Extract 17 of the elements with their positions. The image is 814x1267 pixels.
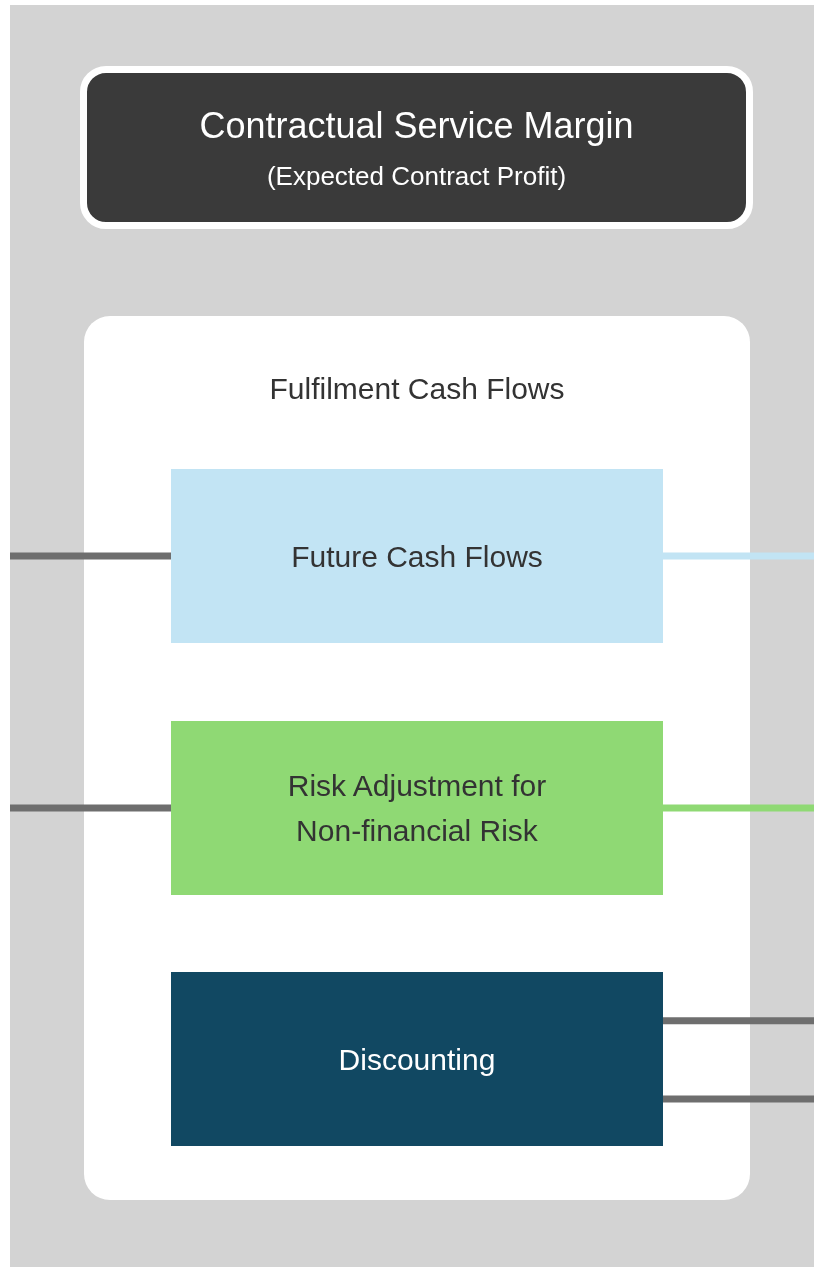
connector-line	[10, 552, 171, 560]
box-label: Discounting	[338, 1041, 496, 1078]
connector-line	[663, 1095, 814, 1103]
box-subtitle: (Expected Contract Profit)	[266, 159, 567, 193]
title-box	[80, 66, 753, 229]
process-box	[171, 721, 663, 895]
group-panel	[84, 316, 750, 1200]
connector-line	[663, 804, 814, 812]
connector-line	[10, 804, 171, 812]
connector-line	[663, 552, 814, 560]
connector-line	[663, 1017, 814, 1025]
process-box	[171, 972, 663, 1146]
box-label: Future Cash Flows	[291, 538, 543, 575]
box-title: Contractual Service Margin	[199, 103, 634, 148]
panel-heading: Fulfilment Cash Flows	[269, 371, 565, 407]
box-label: Risk Adjustment for Non-financial Risk	[286, 768, 548, 849]
process-box	[171, 469, 663, 643]
